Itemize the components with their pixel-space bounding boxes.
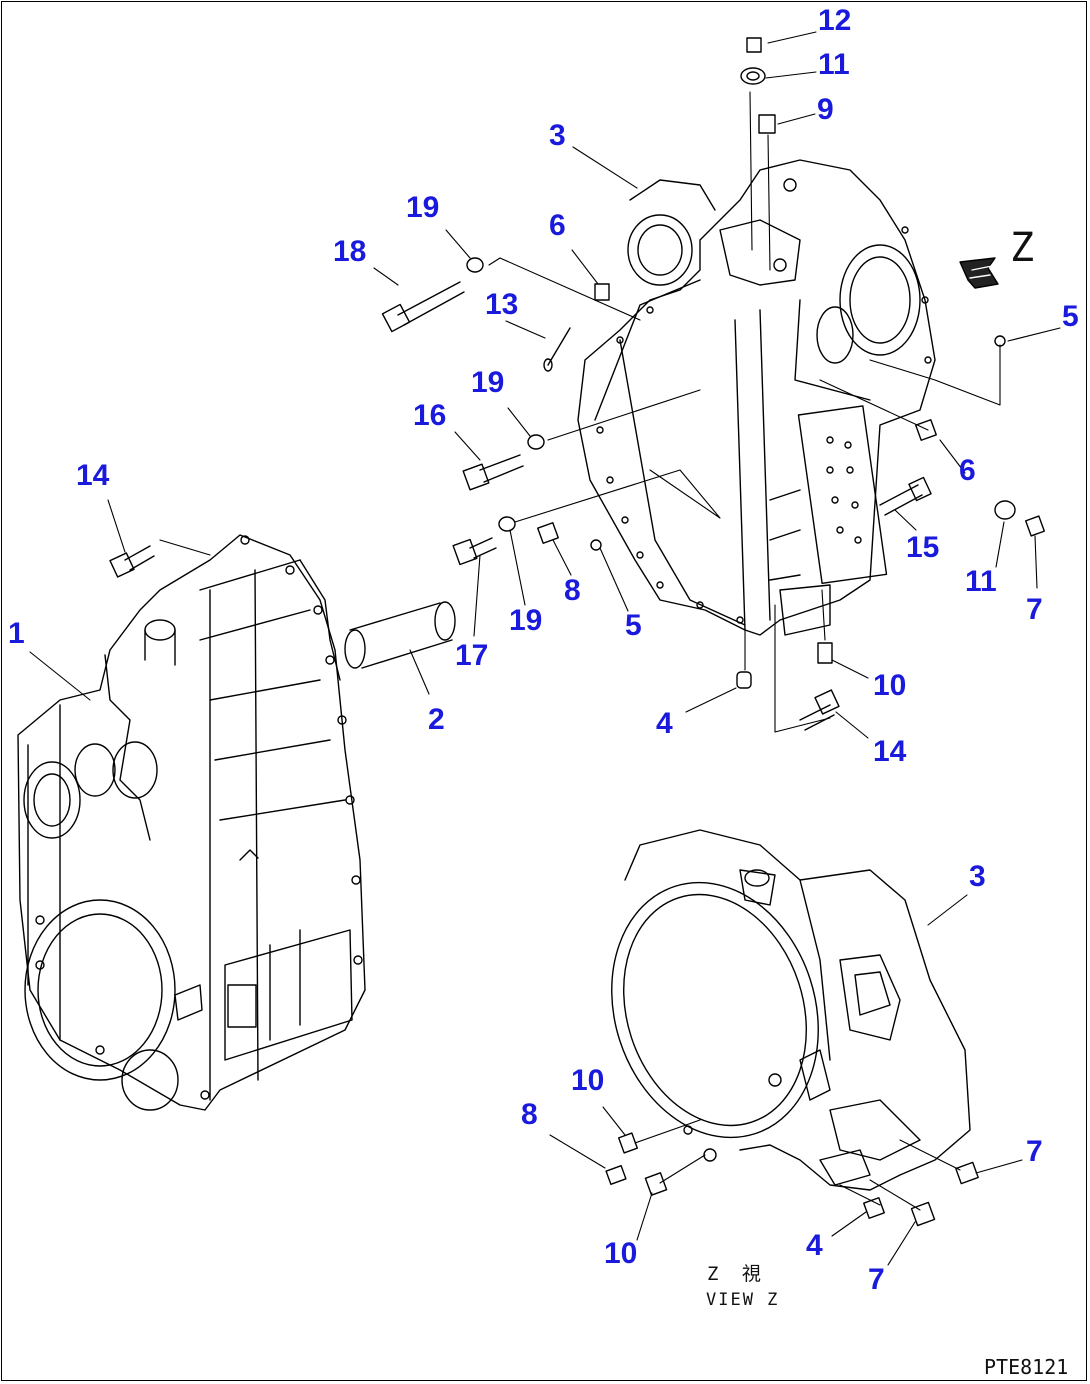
view-caption-en: VIEW Z (706, 1290, 780, 1310)
callout-3: 3 (549, 119, 566, 152)
callout-7: 7 (868, 1263, 885, 1296)
transmission-case-rear (577, 159, 936, 636)
callout-12: 12 (818, 4, 852, 37)
callout-4: 4 (806, 1229, 823, 1262)
leader-lines (29, 31, 1061, 1266)
callout-1: 1 (8, 617, 25, 650)
callout-18: 18 (333, 235, 367, 268)
view-z-arrow (959, 257, 999, 289)
callout-19: 19 (509, 604, 543, 637)
callout-11: 11 (965, 565, 997, 598)
callout-10: 10 (571, 1064, 605, 1097)
callout-14: 14 (76, 459, 110, 492)
view-z-arrow-label: Z (1010, 225, 1035, 271)
callout-10: 10 (873, 669, 907, 702)
callout-15: 15 (906, 531, 940, 564)
rear-case-view-z (611, 829, 971, 1191)
callout-3: 3 (969, 860, 986, 893)
fittings (109, 37, 1046, 1227)
callout-6: 6 (549, 209, 566, 242)
callout-16: 16 (413, 399, 447, 432)
pipe-part-2 (344, 601, 456, 669)
callout-11: 11 (818, 48, 850, 81)
callout-10: 10 (604, 1237, 638, 1270)
callout-2: 2 (428, 703, 445, 736)
callout-4: 4 (656, 707, 673, 740)
callout-7: 7 (1026, 593, 1043, 626)
drawing-code: PTE8121 (984, 1355, 1069, 1379)
callout-9: 9 (817, 93, 834, 126)
callout-5: 5 (1062, 300, 1079, 333)
callout-8: 8 (564, 574, 581, 607)
callout-19: 19 (406, 191, 440, 224)
callout-13: 13 (485, 288, 519, 321)
callout-17: 17 (455, 639, 489, 672)
callout-6: 6 (959, 454, 976, 487)
callout-8: 8 (521, 1098, 538, 1131)
view-caption-jp: Z 視 (707, 1263, 767, 1285)
callout-14: 14 (873, 735, 907, 768)
callout-19: 19 (471, 366, 505, 399)
callout-7: 7 (1026, 1135, 1043, 1168)
callout-5: 5 (625, 609, 642, 642)
transmission-case-front (17, 534, 366, 1111)
